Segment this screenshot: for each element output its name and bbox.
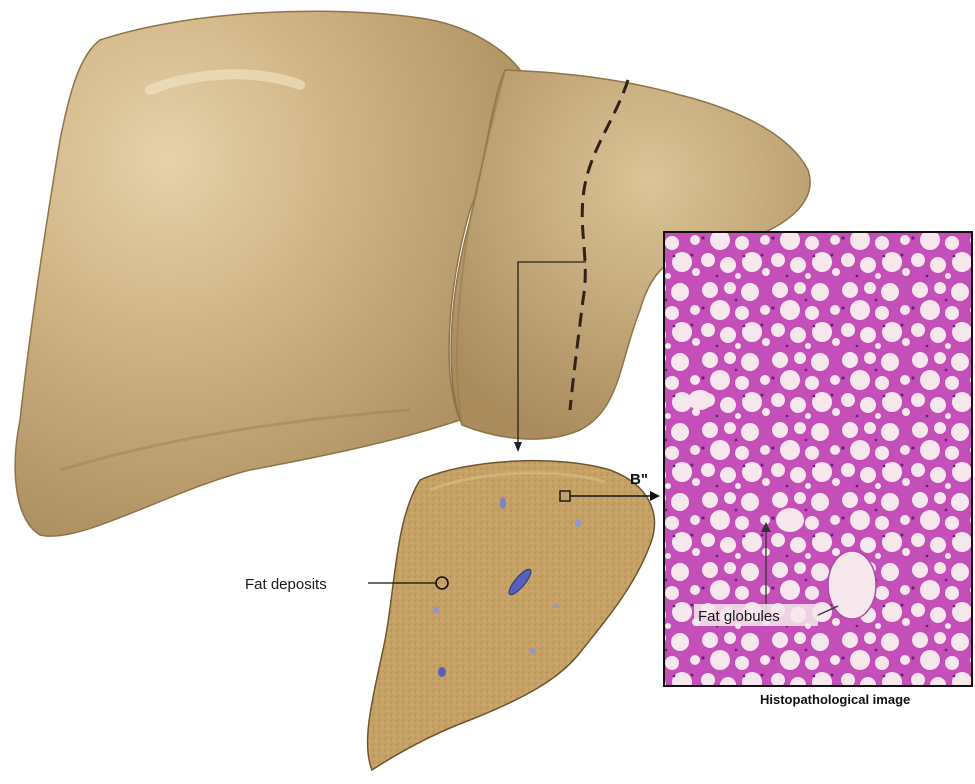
vessel-small-2 [575,519,581,527]
histo-arrow-head [650,491,660,501]
fat-deposits-label: Fat deposits [245,576,327,593]
vessel-small-5 [530,648,536,654]
section-leader-arrowhead [514,442,522,452]
liver-left-lobe [15,11,525,536]
section-marker-label: B" [630,471,648,488]
vessel-small-1 [500,497,506,509]
fat-globule-2 [688,390,712,410]
vessel-small-3 [433,607,439,613]
large-fat-globule [828,551,876,619]
histo-caption: Histopathological image [760,692,910,707]
cross-section-shape [368,461,655,770]
histopathology-panel: Fat globules [664,232,972,686]
vessel-small-4 [438,667,446,677]
liver-cross-section [368,461,655,770]
fat-globules-label: Fat globules [698,608,780,625]
fat-globule-1 [776,508,804,532]
vessel-small-6 [554,604,558,608]
